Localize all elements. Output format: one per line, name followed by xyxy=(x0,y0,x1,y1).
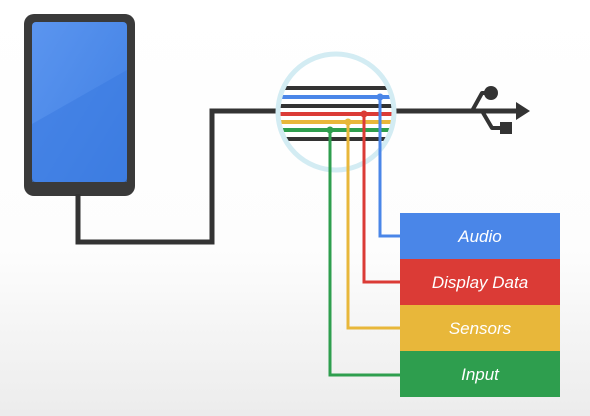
dot-display-data xyxy=(360,110,368,118)
box-display-data-bg xyxy=(400,259,560,305)
box-input-label: Input xyxy=(461,365,500,384)
dot-audio xyxy=(376,93,384,101)
box-sensors-label: Sensors xyxy=(449,319,512,338)
channel-lines xyxy=(326,93,400,377)
box-audio-label: Audio xyxy=(457,227,501,246)
line-input xyxy=(328,130,400,377)
wire-black-top xyxy=(278,86,394,90)
box-input-bg xyxy=(400,351,560,397)
channel-box-display-data: Display Data xyxy=(400,259,560,305)
wire-audio xyxy=(278,95,394,99)
line-display-data xyxy=(362,114,400,284)
channel-box-audio: Audio xyxy=(400,213,560,259)
dot-sensors xyxy=(344,118,352,126)
lens-ring xyxy=(275,51,397,173)
wire-display-data xyxy=(278,112,394,116)
usb-arrow xyxy=(516,102,530,120)
usb-lower-branch xyxy=(480,109,503,130)
usb-circle xyxy=(484,86,498,100)
box-display-data-label: Display Data xyxy=(432,273,528,292)
dot-input xyxy=(326,126,334,134)
wire-black-bottom xyxy=(278,137,394,141)
channel-boxes: Audio Display Data Sensors Input xyxy=(400,213,560,397)
usb-icon xyxy=(462,86,530,134)
box-sensors-bg xyxy=(400,305,560,351)
main-cable xyxy=(75,108,280,245)
phone-screen-reflection xyxy=(32,70,127,182)
wire-input xyxy=(278,128,394,132)
phone-icon xyxy=(24,14,135,196)
wire-black-mid xyxy=(278,104,394,108)
line-audio xyxy=(378,97,400,238)
line-sensors xyxy=(346,122,400,330)
magnifier-lens xyxy=(275,51,397,173)
box-audio-bg xyxy=(400,213,560,259)
channel-box-sensors: Sensors xyxy=(400,305,560,351)
wire-sensors xyxy=(278,120,394,124)
channel-box-input: Input xyxy=(400,351,560,397)
usb-square xyxy=(500,122,512,134)
